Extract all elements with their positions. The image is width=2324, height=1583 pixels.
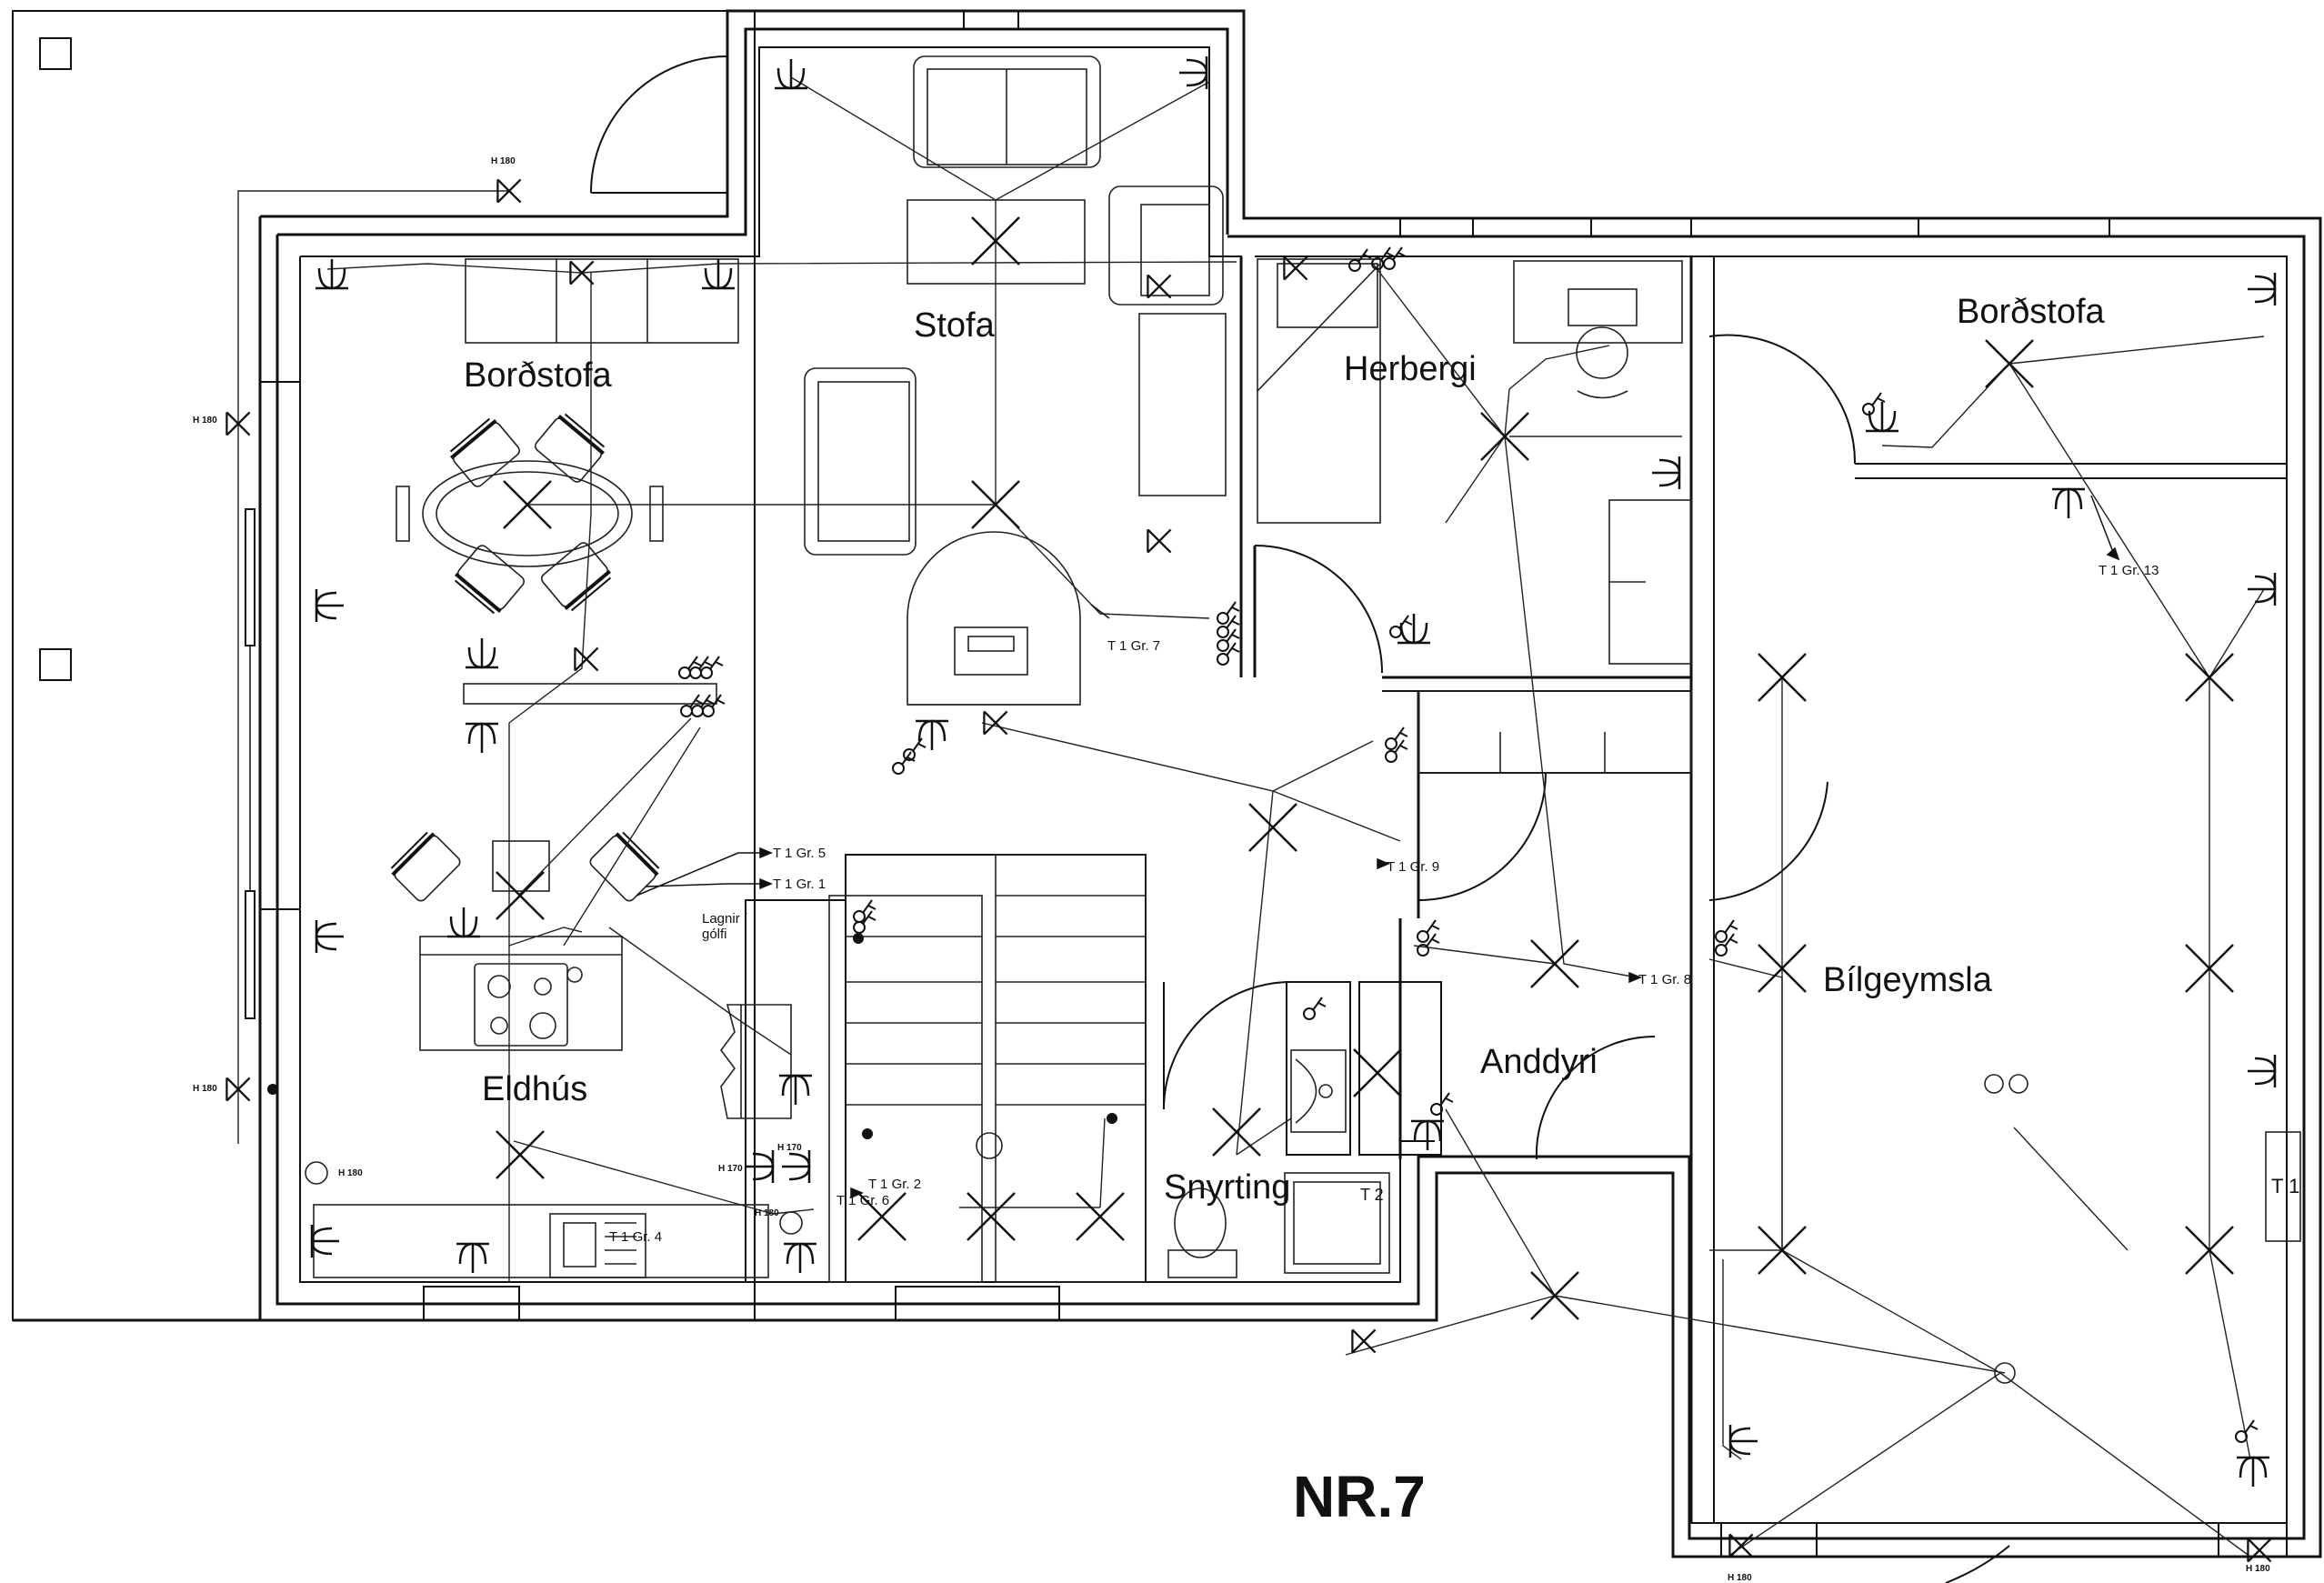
height-marks: H 180 H 180 H 180 H 180 H 180 H 170 H 17…	[193, 156, 2270, 1583]
height-h180: H 180	[193, 1084, 217, 1094]
height-h170: H 170	[777, 1143, 802, 1153]
circuit-gr4: T 1 Gr. 4	[609, 1229, 662, 1245]
room-label-bilgeymsla: Bílgeymsla	[1823, 961, 1993, 999]
furniture	[313, 55, 2301, 1283]
note-lagnir: Lagnir í	[702, 911, 748, 927]
panel-t1: T 1	[2271, 1175, 2299, 1197]
height-h180: H 180	[338, 1168, 363, 1178]
room-label-bordstofa-left: Borðstofa	[464, 356, 613, 395]
circuit-gr2: T 1 Gr. 2	[868, 1177, 921, 1192]
circuit-gr13: T 1 Gr. 13	[2099, 563, 2159, 578]
room-label-anddyri: Anddyri	[1480, 1043, 1598, 1081]
terrace-marker	[39, 37, 72, 70]
pen-mark	[1945, 1545, 2010, 1583]
room-label-bordstofa-right: Borðstofa	[1957, 293, 2106, 331]
circuit-labels: T 1 Gr. 5 T 1 Gr. 1 T 1 Gr. 7 T 1 Gr. 9 …	[609, 563, 2159, 1245]
doors	[590, 55, 1857, 1160]
height-h180: H 180	[2246, 1564, 2270, 1574]
drawing-title: NR.7	[1293, 1464, 1426, 1529]
room-label-stofa: Stofa	[914, 306, 996, 345]
note-golfi: gólfi	[702, 927, 727, 942]
circuit-gr5: T 1 Gr. 5	[773, 846, 826, 861]
circuit-gr8: T 1 Gr. 8	[1638, 972, 1691, 987]
panel-t2: T 2	[1360, 1186, 1384, 1204]
room-label-eldhus: Eldhús	[482, 1070, 587, 1108]
room-label-snyrting: Snyrting	[1164, 1168, 1290, 1207]
height-h170: H 170	[718, 1164, 743, 1174]
height-h180: H 180	[755, 1208, 779, 1218]
circuit-gr9: T 1 Gr. 9	[1387, 859, 1439, 875]
circuit-gr1: T 1 Gr. 1	[773, 877, 826, 892]
walls	[12, 9, 2322, 1558]
height-h180: H 180	[193, 416, 217, 426]
terrace-marker	[39, 648, 72, 681]
height-h180: H 180	[1728, 1573, 1752, 1583]
circuit-gr7: T 1 Gr. 7	[1107, 638, 1160, 654]
circuit-gr6: T 1 Gr. 6	[836, 1193, 889, 1208]
height-h180: H 180	[491, 156, 516, 166]
room-label-herbergi: Herbergi	[1344, 350, 1477, 388]
room-labels: Borðstofa Stofa Herbergi Borðstofa Eldhú…	[464, 293, 2106, 1207]
